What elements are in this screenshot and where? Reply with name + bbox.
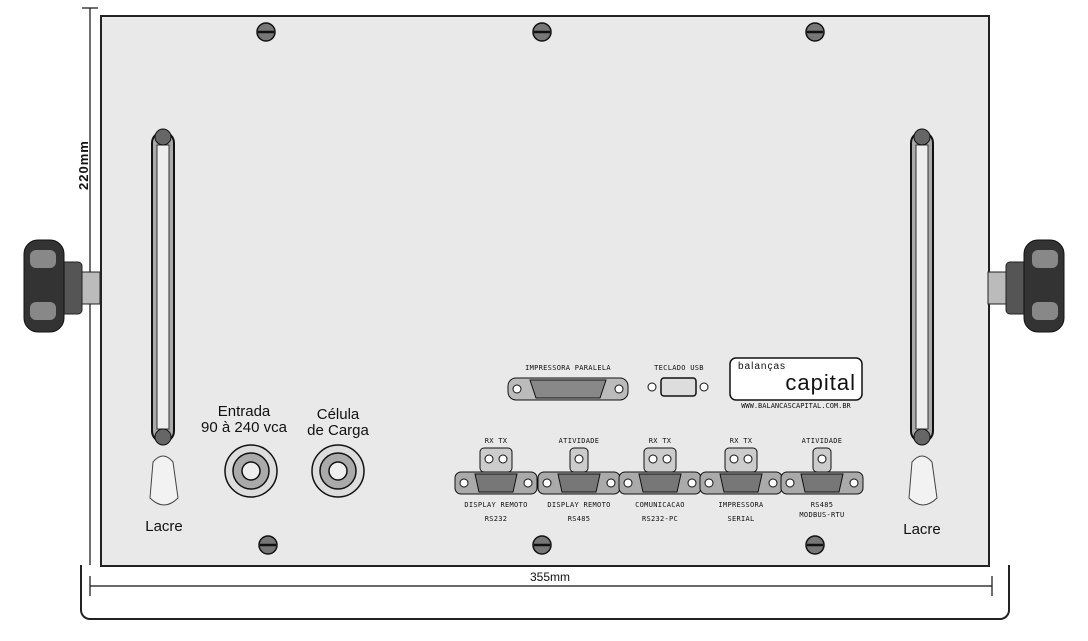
port-5-line2: MODBUS-RTU (799, 511, 845, 519)
port-5-name: RS485 MODBUS-RTU (778, 501, 866, 519)
port-1-name: DISPLAY REMOTO RS232 (452, 501, 540, 523)
port-4-top-label: RX TX (729, 437, 753, 445)
load-cell-gland (311, 444, 365, 498)
parallel-printer-label: IMPRESSORA PARALELA (525, 364, 611, 372)
load-cell-line1: Célula (316, 406, 360, 423)
brand-line1: balanças (738, 361, 787, 372)
port-4-line1: IMPRESSORA (718, 501, 764, 509)
left-seal-icon (149, 455, 179, 506)
usb-keyboard-connector (647, 377, 709, 397)
power-input-label: Entrada 90 à 240 vca (196, 404, 292, 436)
right-knob (987, 239, 1065, 333)
brand-logo (729, 357, 863, 401)
port-3-top-label: RX TX (648, 437, 672, 445)
port-4-line2: SERIAL (727, 515, 755, 523)
left-knob (23, 239, 101, 333)
parallel-printer-connector (507, 377, 629, 401)
port-5-top-label: ATIVIDADE (801, 437, 843, 445)
port-2-name: DISPLAY REMOTO RS485 (535, 501, 623, 523)
right-handle (910, 128, 934, 446)
left-handle (151, 128, 175, 446)
width-dimension-line (89, 576, 993, 596)
brand-line2: capital (785, 370, 856, 395)
usb-keyboard-label: TECLADO USB (654, 364, 704, 372)
height-dimension-label: 220mm (76, 140, 91, 190)
port-2-line2: RS485 (567, 515, 591, 523)
port-5-line1: RS485 (810, 501, 834, 509)
port-3-line2: RS232-PC (641, 515, 679, 523)
load-cell-label: Célula de Carga (298, 407, 378, 439)
power-gland (224, 444, 278, 498)
serial-ports (454, 447, 864, 495)
load-cell-line2: de Carga (307, 422, 369, 439)
screws (256, 22, 825, 555)
lacre-right-label: Lacre (903, 521, 941, 538)
website-label: WWW.BALANCASCAPITAL.COM.BR (741, 402, 851, 410)
port-1-line2: RS232 (484, 515, 508, 523)
port-3-line1: COMUNICACAO (635, 501, 685, 509)
width-dimension-label: 355mm (520, 570, 580, 584)
power-input-line2: 90 à 240 vca (201, 419, 287, 436)
port-3-name: COMUNICACAO RS232-PC (616, 501, 704, 523)
power-input-line1: Entrada (217, 403, 271, 420)
port-1-top-label: RX TX (484, 437, 508, 445)
lacre-left-label: Lacre (145, 518, 183, 535)
port-1-line1: DISPLAY REMOTO (464, 501, 528, 509)
port-2-line1: DISPLAY REMOTO (547, 501, 611, 509)
brand-text: balanças capital (738, 362, 856, 394)
stand-frame (80, 565, 1010, 620)
port-2-top-label: ATIVIDADE (558, 437, 600, 445)
port-4-name: IMPRESSORA SERIAL (697, 501, 785, 523)
right-seal-icon (908, 455, 938, 506)
